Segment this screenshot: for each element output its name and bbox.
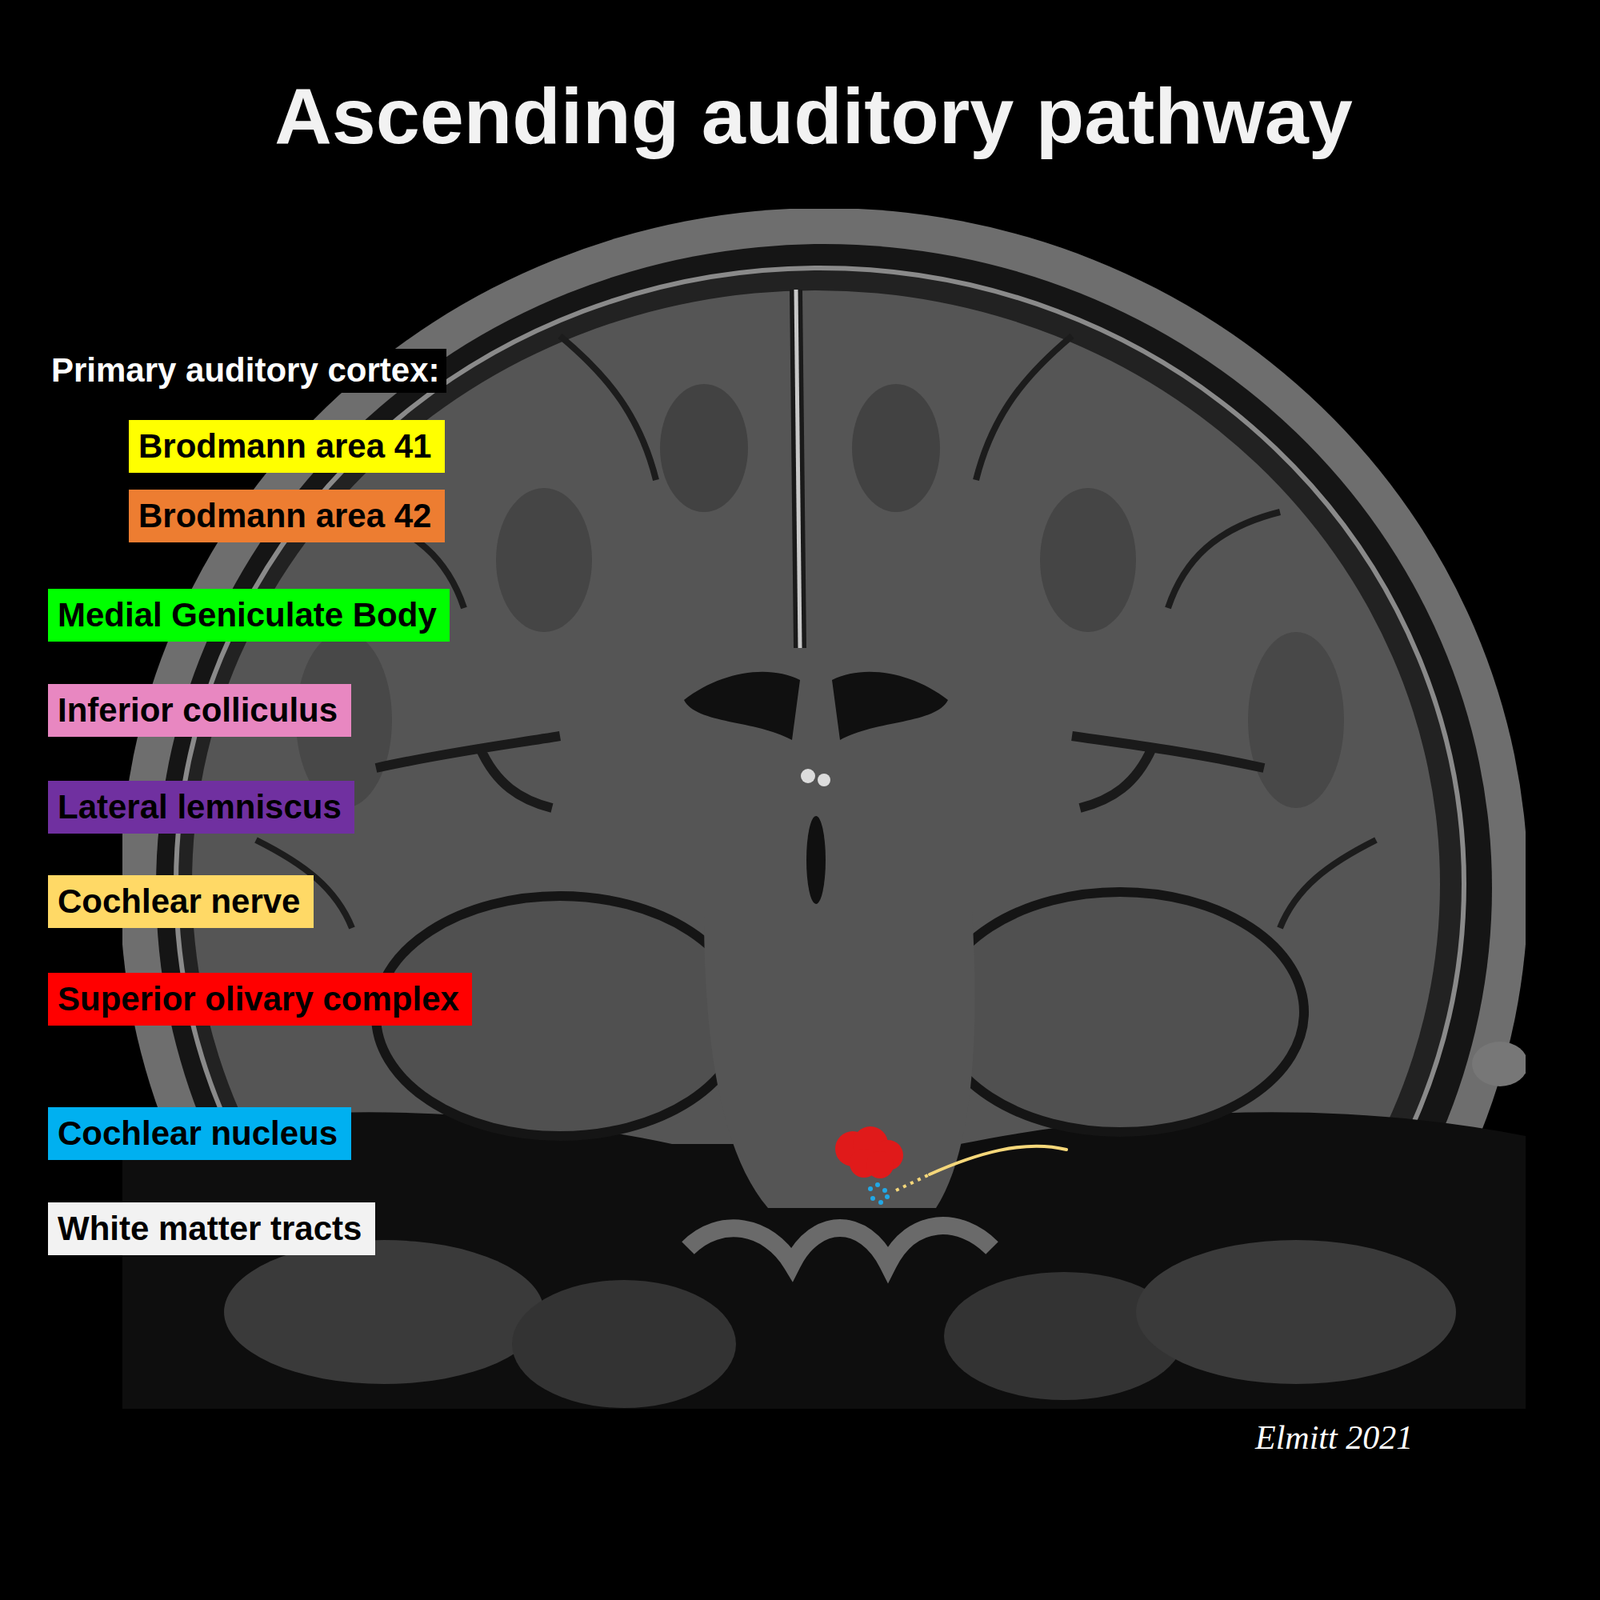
- legend-label: Lateral lemniscus: [57, 788, 342, 826]
- vessel: [800, 768, 816, 784]
- cochlear-nucleus-dot: [878, 1200, 884, 1205]
- sulcus: [560, 336, 656, 480]
- legend-label: Superior olivary complex: [57, 980, 460, 1018]
- legend-label: Brodmann area 42: [138, 496, 432, 535]
- cortex-patch: [1248, 632, 1344, 808]
- third-ventricle: [806, 816, 826, 904]
- cochlear-nerve: [929, 1146, 1067, 1175]
- lateral-ventricle: [832, 672, 948, 740]
- cortex-patch: [852, 384, 940, 512]
- interhemispheric-fissure: [796, 289, 800, 648]
- author-signature: Elmitt 2021: [1255, 1417, 1413, 1458]
- figure-title: Ascending auditory pathway: [27, 68, 1600, 164]
- cortex-patch: [496, 488, 592, 632]
- sulcus: [1168, 512, 1280, 608]
- skull-base: [512, 1280, 736, 1408]
- cochlear-nucleus-dot: [884, 1194, 890, 1200]
- superior-olivary-marker: [866, 1151, 894, 1179]
- legend-swatch: Cochlear nerve: [48, 875, 314, 928]
- legend-label: Medial Geniculate Body: [57, 596, 437, 634]
- cochlear-nerve-dotted: [896, 1174, 930, 1191]
- cortex-patch: [1040, 488, 1136, 632]
- brainstem: [704, 912, 976, 1208]
- legend-swatch: Brodmann area 42: [128, 489, 445, 543]
- sulcus: [976, 336, 1072, 480]
- falx: [796, 289, 800, 648]
- legend-swatch: Lateral lemniscus: [48, 780, 355, 834]
- cochlear-nucleus-dot: [882, 1188, 888, 1193]
- legend-swatch: Brodmann area 41: [128, 420, 445, 473]
- temporal-lobe: [936, 892, 1304, 1132]
- cochlear-nucleus-dot: [868, 1186, 873, 1192]
- ear: [1472, 1041, 1526, 1087]
- legend-swatch: Cochlear nucleus: [48, 1107, 352, 1160]
- sulcus: [1280, 840, 1376, 928]
- legend-swatch: Medial Geniculate Body: [48, 588, 450, 642]
- lateral-ventricle: [684, 672, 800, 740]
- legend-label: Inferior colliculus: [57, 691, 338, 729]
- section-heading: Primary auditory cortex:: [44, 348, 447, 393]
- cortex-patch: [660, 384, 748, 512]
- legend-label: Cochlear nucleus: [57, 1114, 338, 1152]
- medulla-outline: [688, 1225, 992, 1264]
- sylvian-fissure: [1072, 736, 1264, 808]
- vessel: [817, 773, 831, 787]
- cochlear-nucleus-dot: [875, 1182, 880, 1188]
- legend-label: Brodmann area 41: [138, 427, 432, 465]
- legend-label: White matter tracts: [57, 1209, 362, 1248]
- skull-base: [1136, 1240, 1456, 1384]
- cochlear-nucleus-dot: [870, 1196, 876, 1201]
- skull-base: [224, 1240, 544, 1384]
- legend-label: Cochlear nerve: [57, 882, 300, 920]
- legend-swatch: Superior olivary complex: [48, 972, 472, 1026]
- sylvian-fissure: [376, 736, 560, 808]
- legend-swatch: Inferior colliculus: [48, 684, 352, 737]
- legend-swatch: White matter tracts: [48, 1202, 376, 1256]
